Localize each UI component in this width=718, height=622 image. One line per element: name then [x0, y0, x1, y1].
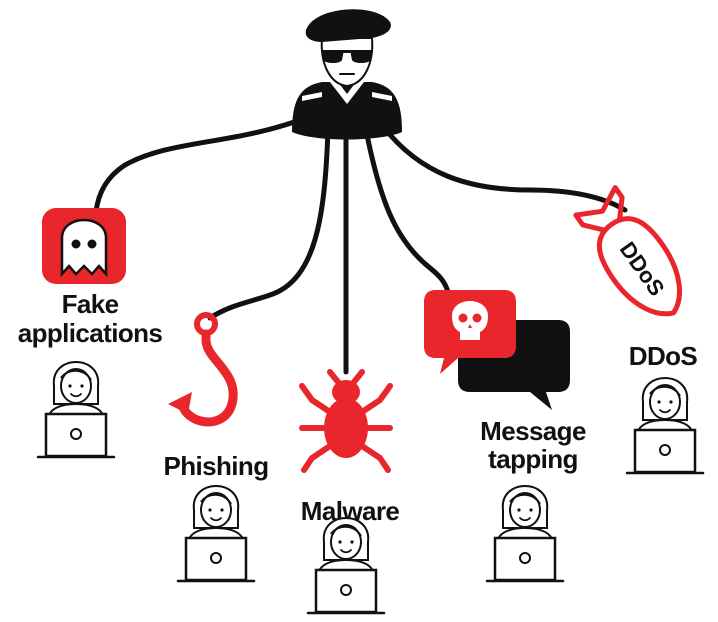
hacker-body [292, 82, 402, 140]
label-fake-line2: applications [18, 318, 163, 348]
victim-ddos [625, 376, 705, 475]
wire-ddos [379, 122, 628, 213]
hacker-sunglasses [322, 50, 372, 63]
connection-wires [93, 117, 628, 375]
wire-message-tapping [363, 127, 451, 295]
victim-malware [306, 516, 386, 615]
victim-fake-applications [36, 360, 116, 459]
label-phishing: Phishing [164, 451, 269, 481]
hacker-beret [305, 9, 391, 43]
wire-phishing [207, 125, 331, 321]
wire-fake-applications [93, 117, 303, 215]
skull-chat-icon [424, 290, 570, 410]
label-fake-line1: Fake [62, 289, 119, 319]
hacker-icon [292, 9, 402, 140]
label-message-line1: Message [480, 416, 586, 446]
bug-icon [299, 369, 393, 473]
victim-message-tapping [485, 484, 565, 583]
fishing-hook-icon [168, 312, 238, 427]
bomb-icon: DDoS [573, 185, 682, 317]
label-ddos: DDoS [629, 341, 698, 371]
label-message-line2: tapping [488, 444, 578, 474]
ghost-icon [42, 208, 126, 284]
victim-phishing [176, 484, 256, 583]
